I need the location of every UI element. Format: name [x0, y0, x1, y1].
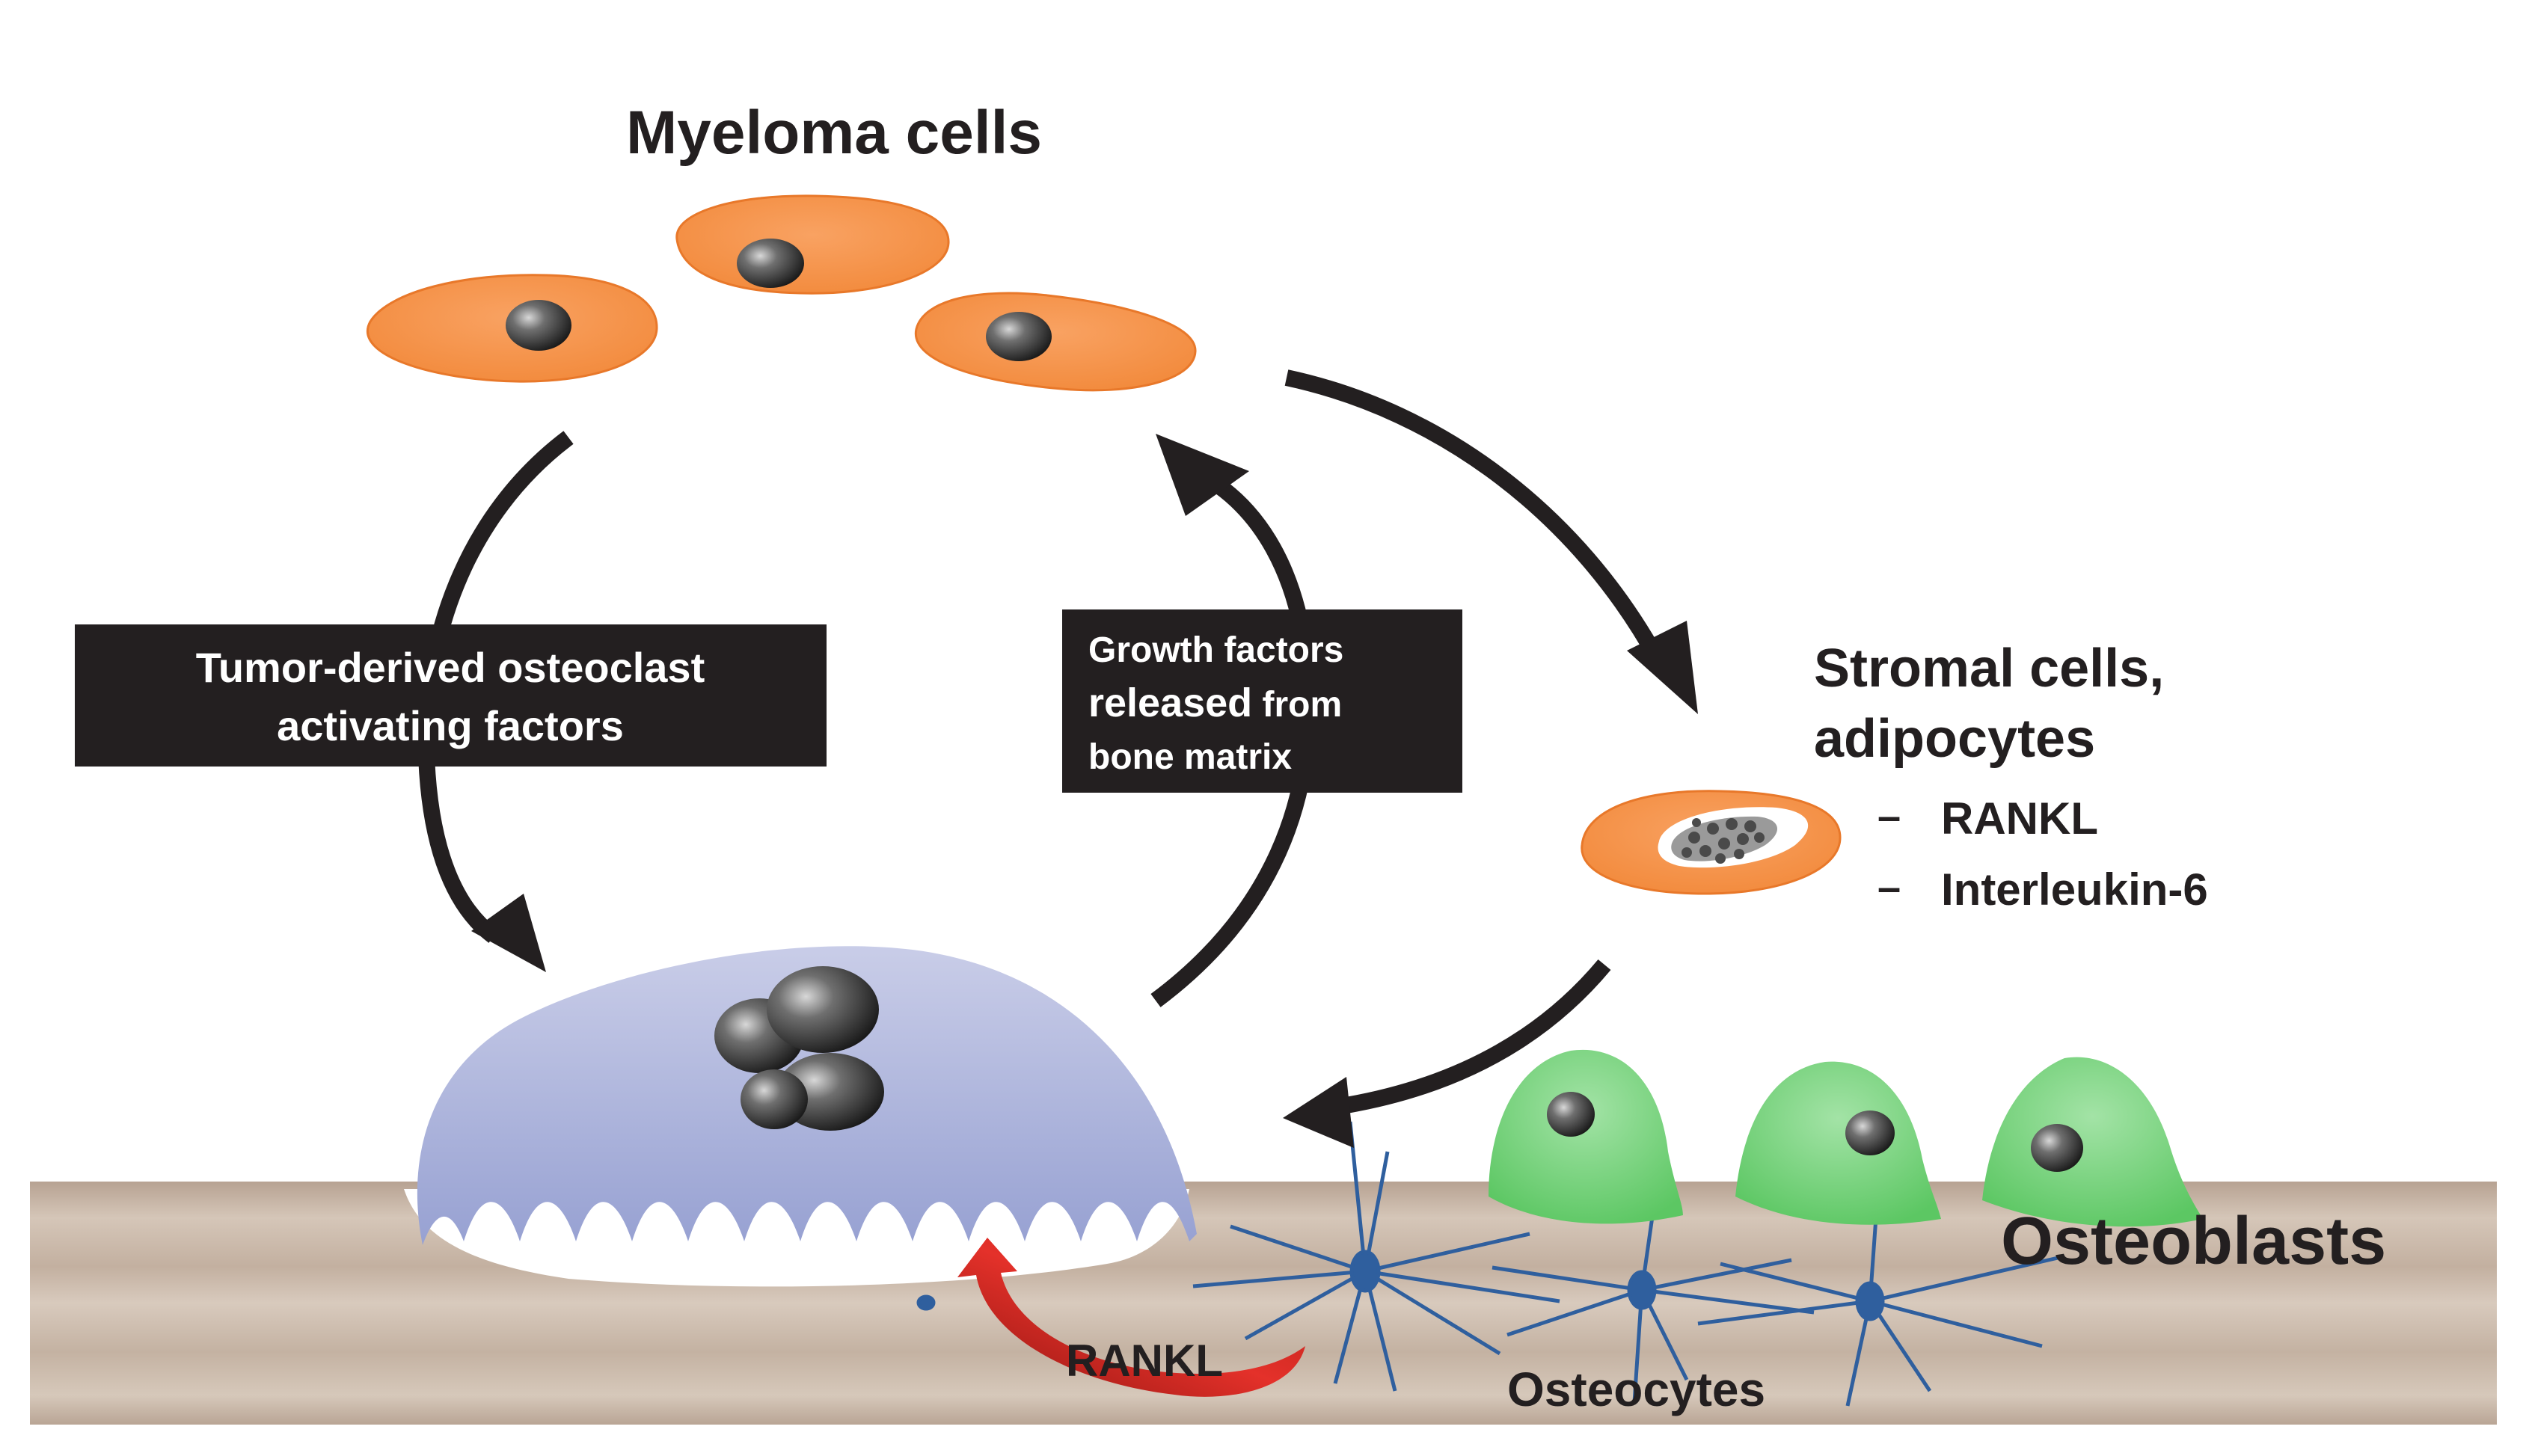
osteoblasts: [1489, 1049, 2203, 1227]
osteoblast: [1982, 1057, 2203, 1227]
myeloma-cells-label: Myeloma cells: [626, 99, 1042, 167]
osteocyte: [1697, 1196, 2065, 1407]
growth-box-line2b: from: [1252, 685, 1342, 725]
tumor-box-line1: Tumor-derived osteoclast: [196, 644, 705, 691]
rankl-arrow-label: RANKL: [1066, 1336, 1223, 1386]
osteoclast-nuclei: [714, 966, 884, 1131]
growth-factors-box: Growth factors released from bone matrix: [1062, 609, 1462, 793]
factor-rankl: RANKL: [1941, 793, 2098, 844]
osteoblast: [1489, 1049, 1683, 1224]
osteoblasts-label: Osteoblasts: [2001, 1204, 2386, 1279]
osteocyte: [1192, 1121, 1560, 1392]
rankl-red-arrow: [957, 1238, 1305, 1397]
tumor-factors-box: Tumor-derived osteoclast activating fact…: [75, 624, 827, 767]
myeloma-cells: [367, 194, 1197, 392]
growth-box-line2a: released: [1088, 681, 1252, 725]
osteocyte: [1492, 1185, 1815, 1403]
osteoclast: [417, 946, 1197, 1245]
factor-dash-2: –: [1877, 863, 1901, 910]
tumor-box-line2: activating factors: [277, 702, 624, 749]
myeloma-cell: [675, 194, 950, 295]
factor-interleukin-6: Interleukin-6: [1941, 864, 2208, 915]
osteocytes: [916, 1121, 2065, 1407]
osteocytes-label: Osteocytes: [1507, 1363, 1765, 1416]
arrow-head: [1156, 434, 1249, 516]
stromal-label-line2: adipocytes: [1814, 709, 2095, 769]
growth-box-line1: Growth factors: [1088, 630, 1343, 670]
arrow-head: [471, 894, 546, 972]
arrow-head: [1627, 621, 1698, 714]
factor-dash-1: –: [1877, 792, 1901, 839]
stromal-cell: [1581, 790, 1842, 895]
growth-box-line2: released from: [1088, 681, 1342, 725]
osteoblast: [1735, 1061, 1941, 1225]
stromal-granules: [1682, 818, 1765, 864]
arrow-myeloma-to-stromal: [1284, 369, 1664, 663]
growth-box-line3: bone matrix: [1088, 737, 1292, 777]
arrow-stromal-to-osteoclast: [1345, 959, 1611, 1113]
arrow-head: [1283, 1077, 1354, 1148]
stromal-label-line1: Stromal cells,: [1814, 639, 2164, 698]
myeloma-cell: [367, 274, 658, 383]
myeloma-cell: [914, 292, 1197, 392]
